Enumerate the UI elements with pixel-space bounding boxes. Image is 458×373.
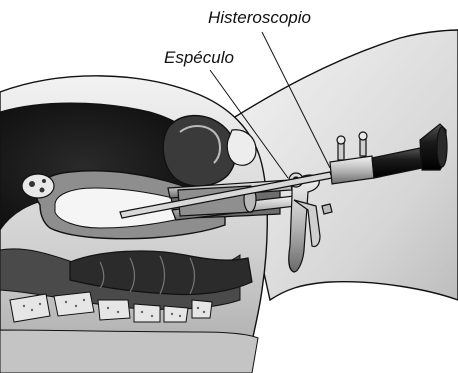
ovary: [22, 174, 54, 198]
speculum-label: Espéculo: [164, 48, 234, 68]
hysteroscope-label: Histeroscopio: [208, 8, 311, 28]
lower-body-band: [0, 330, 258, 373]
